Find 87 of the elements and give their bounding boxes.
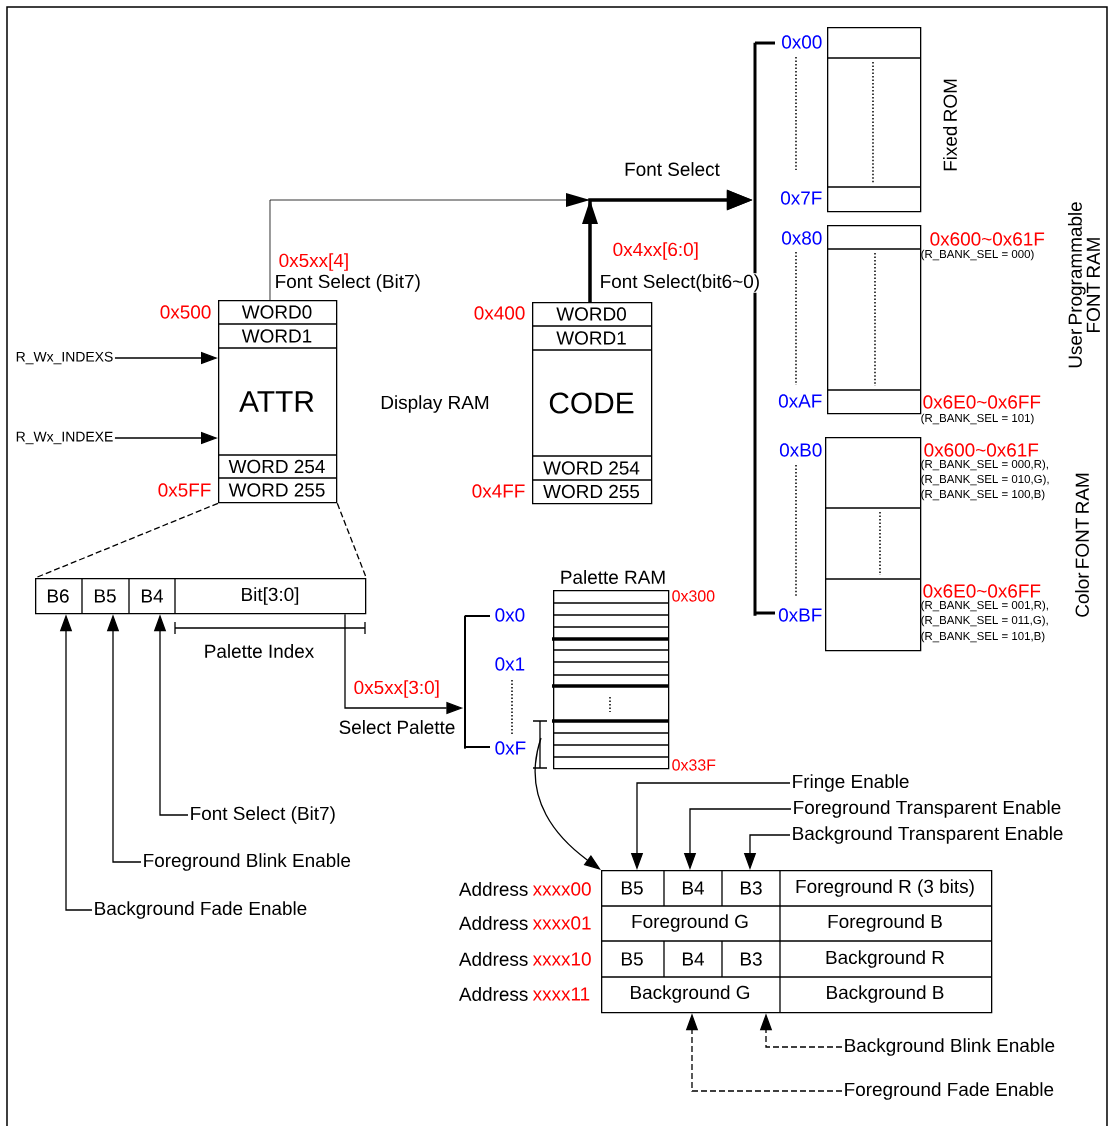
node-label: WORD 254 xyxy=(228,459,325,474)
address-label: xxxx11 xyxy=(532,987,590,1001)
address-label: 0x600~0x61F xyxy=(930,232,1045,246)
text-label: Select Palette xyxy=(339,720,455,734)
text-label: (R_BANK_SEL = 010,G), xyxy=(921,474,1049,486)
text-label: Display RAM xyxy=(381,395,489,413)
text-label: (R_BANK_SEL = 101,B) xyxy=(921,631,1045,643)
block-label: User Programmable FONT RAM xyxy=(1067,202,1100,368)
text-label: (R_BANK_SEL = 101) xyxy=(921,413,1034,425)
node-label: WORD1 xyxy=(556,331,626,345)
annotation-text: Background Transparent Enable xyxy=(793,826,1063,844)
node-label: WORD 255 xyxy=(228,483,325,497)
address-label: 0x5xx[4] xyxy=(279,253,348,271)
address-label: 0x0 xyxy=(495,608,525,622)
node-label: WORD0 xyxy=(556,307,626,321)
address-label: 0x6E0~0x6FF xyxy=(923,584,1041,598)
node-label: Foreground G xyxy=(632,914,748,932)
node-label: Foreground R (3 bits) xyxy=(796,879,974,897)
text-label: (R_BANK_SEL = 000) xyxy=(921,249,1034,261)
annotation-text: R_Wx_INDEXE xyxy=(16,431,113,445)
node-label: B5 xyxy=(621,881,643,895)
annotation-text: R_Wx_INDEXS xyxy=(16,351,113,365)
edge-label: Font Select (Bit7) xyxy=(273,273,422,293)
annotation-text: Background Fade Enable xyxy=(95,901,307,919)
annotation-text: Foreground Blink Enable xyxy=(144,853,351,871)
address-label: 0x80 xyxy=(782,231,822,245)
text-label: (R_BANK_SEL = 011,G), xyxy=(921,615,1048,627)
block-label: Fixed ROM xyxy=(943,79,957,171)
annotation-text: Font Select (Bit7) xyxy=(191,806,335,824)
node-label: ATTR xyxy=(239,391,314,412)
text-label: (R_BANK_SEL = 001,R), xyxy=(921,600,1048,612)
text-label: (R_BANK_SEL = 100,B) xyxy=(921,489,1045,501)
text-label: Palette Index xyxy=(205,644,314,658)
node-label: WORD0 xyxy=(241,305,312,319)
address-label: 0x7F xyxy=(781,191,822,205)
node-label: WORD 255 xyxy=(543,484,640,499)
address-label: 0x4FF xyxy=(472,484,525,498)
address-label: xxxx01 xyxy=(532,916,591,930)
memory-block: WORD0 WORD1 ATTR WORD 254 WORD 255 xyxy=(217,300,338,504)
node-label: B5 xyxy=(621,952,643,966)
node-label: B4 xyxy=(682,881,705,895)
address-label: 0x00 xyxy=(782,35,822,49)
table-heading: Palette RAM xyxy=(561,570,665,584)
bit-field-box: B6 B5 B4 Bit[3:0] xyxy=(35,577,367,615)
address-label: 0x4xx[6:0] xyxy=(613,242,698,260)
node-label: B4 xyxy=(682,952,705,966)
memory-block: WORD0 WORD1 CODE WORD 254 WORD 255 xyxy=(531,302,653,505)
dashed-line xyxy=(336,502,367,579)
text-label: Font Select xyxy=(625,162,720,176)
arrow xyxy=(534,737,601,870)
node-label: Foreground B xyxy=(828,914,942,932)
node-label: WORD 254 xyxy=(543,461,640,475)
node-label: WORD1 xyxy=(241,329,312,343)
address-label: 0x33F xyxy=(672,759,716,771)
block-label: Color FONT RAM xyxy=(1075,473,1089,617)
address-label: 0x300 xyxy=(672,590,715,602)
annotation-text: Foreground Transparent Enable xyxy=(794,800,1061,818)
node-label: Background G xyxy=(631,985,750,1003)
text-label: (R_BANK_SEL = 000,R), xyxy=(921,459,1048,471)
address-label: 0x5FF xyxy=(158,483,211,497)
address-label: 0xAF xyxy=(778,394,822,408)
node-label: B3 xyxy=(740,952,762,966)
address-label: xxxx00 xyxy=(532,882,591,896)
edge-label: 0x5xx[3:0] xyxy=(352,679,441,699)
annotation-text: Foreground Fade Enable xyxy=(845,1082,1054,1100)
node-label: B3 xyxy=(740,881,762,895)
text-label: Address xyxy=(458,987,528,1001)
address-label: 0x400 xyxy=(474,306,525,320)
address-label: 0xF xyxy=(495,741,526,755)
annotation-text: Fringe Enable xyxy=(793,774,909,792)
address-label: 0x500 xyxy=(160,305,211,319)
node-label: Background R xyxy=(826,950,945,968)
node-label: Background B xyxy=(827,985,944,1003)
bit-table: B5 B4 B3 Foreground R (3 bits) Foreground G Foreground B B5 B4 B3 Background R Background G Background B xyxy=(600,869,993,1014)
address-label: 0xB0 xyxy=(779,443,822,457)
text-label: Address xyxy=(458,916,528,930)
address-label: 0xBF xyxy=(778,608,822,622)
annotation-text: Background Blink Enable xyxy=(845,1038,1055,1056)
address-label: 0x1 xyxy=(495,657,525,671)
edge-label: Font Select(bit6~0) xyxy=(598,273,762,293)
address-label: 0x6E0~0x6FF xyxy=(923,395,1041,409)
dashed-line xyxy=(34,502,219,579)
text-label: Address xyxy=(458,882,528,896)
node-label: CODE xyxy=(549,392,634,414)
address-label: xxxx10 xyxy=(532,952,591,966)
address-label: 0x600~0x61F xyxy=(924,443,1039,457)
text-label: Address xyxy=(458,952,528,966)
